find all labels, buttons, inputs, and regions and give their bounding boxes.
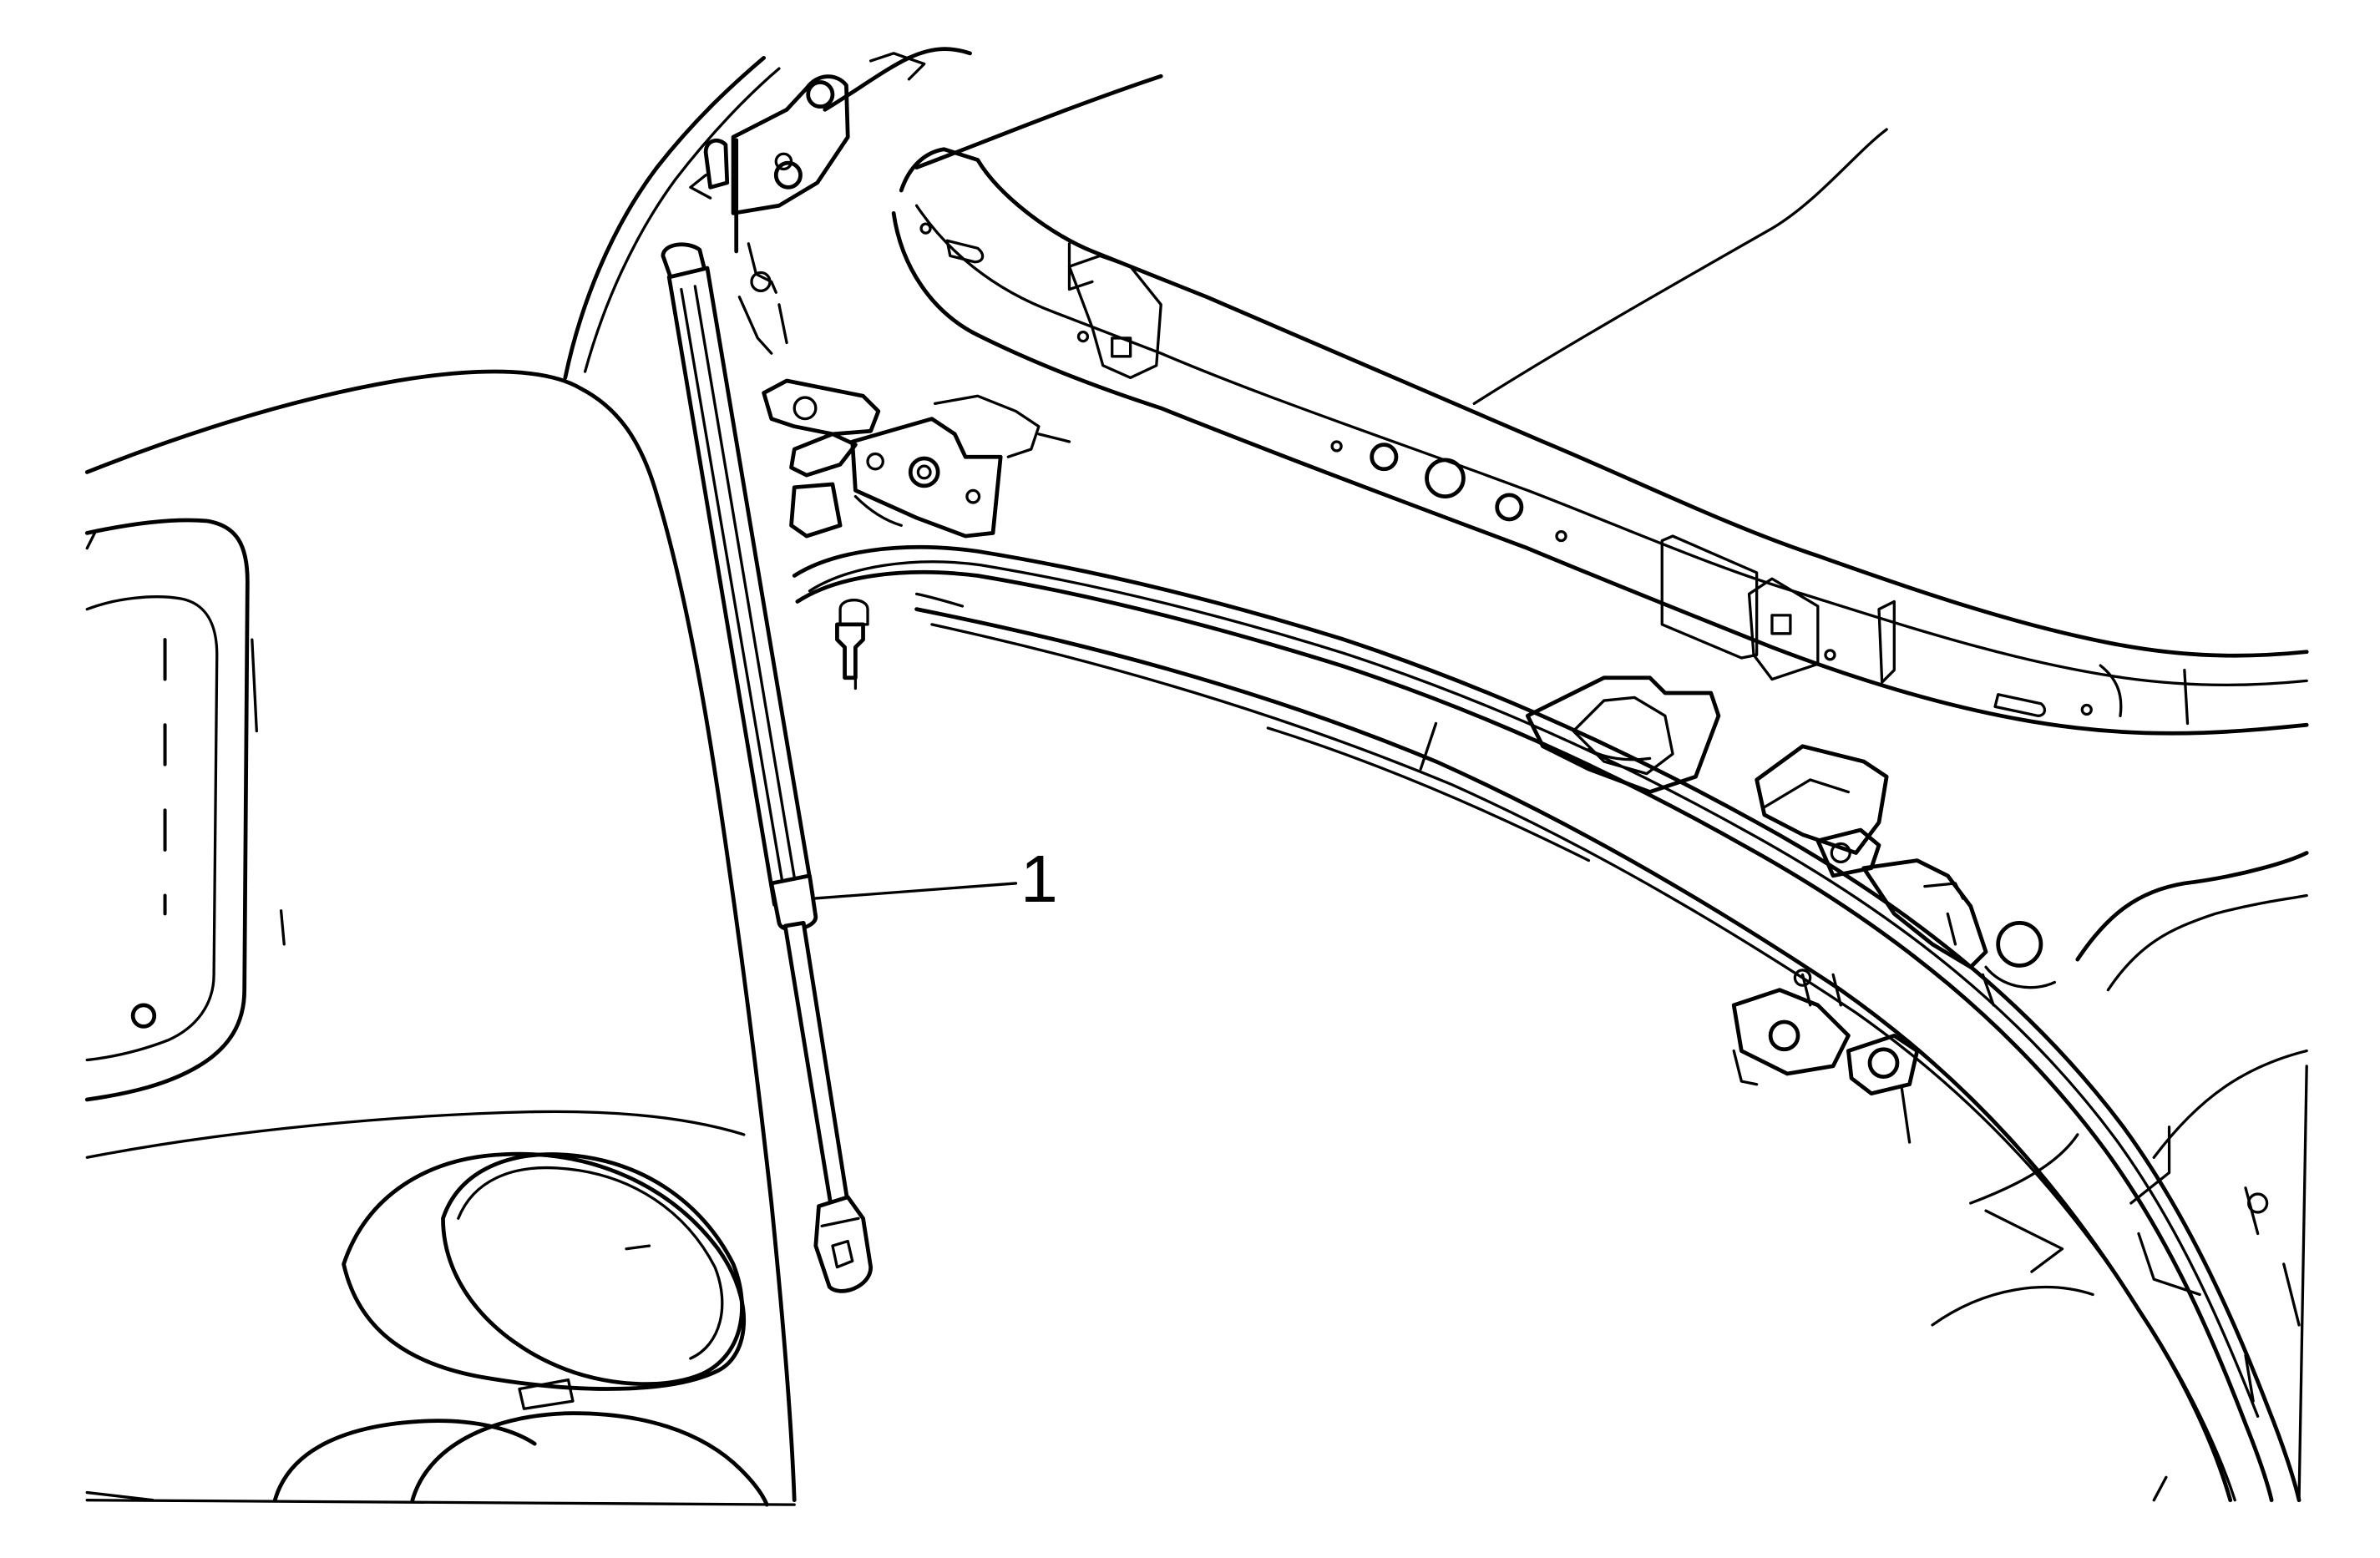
- hood-panel: [563, 47, 2309, 736]
- cowl-brackets: [762, 378, 1071, 690]
- callout-label-1: 1: [1020, 842, 1058, 917]
- callout-1: 1: [811, 842, 1058, 917]
- hood-hinge: [689, 74, 850, 355]
- weatherstrip-seal: [792, 545, 2302, 1503]
- radiator-support: [1525, 675, 2309, 1403]
- fender-panel: [84, 369, 797, 1507]
- frame-edges: [85, 1065, 2308, 1506]
- hood-strut: [661, 242, 874, 1293]
